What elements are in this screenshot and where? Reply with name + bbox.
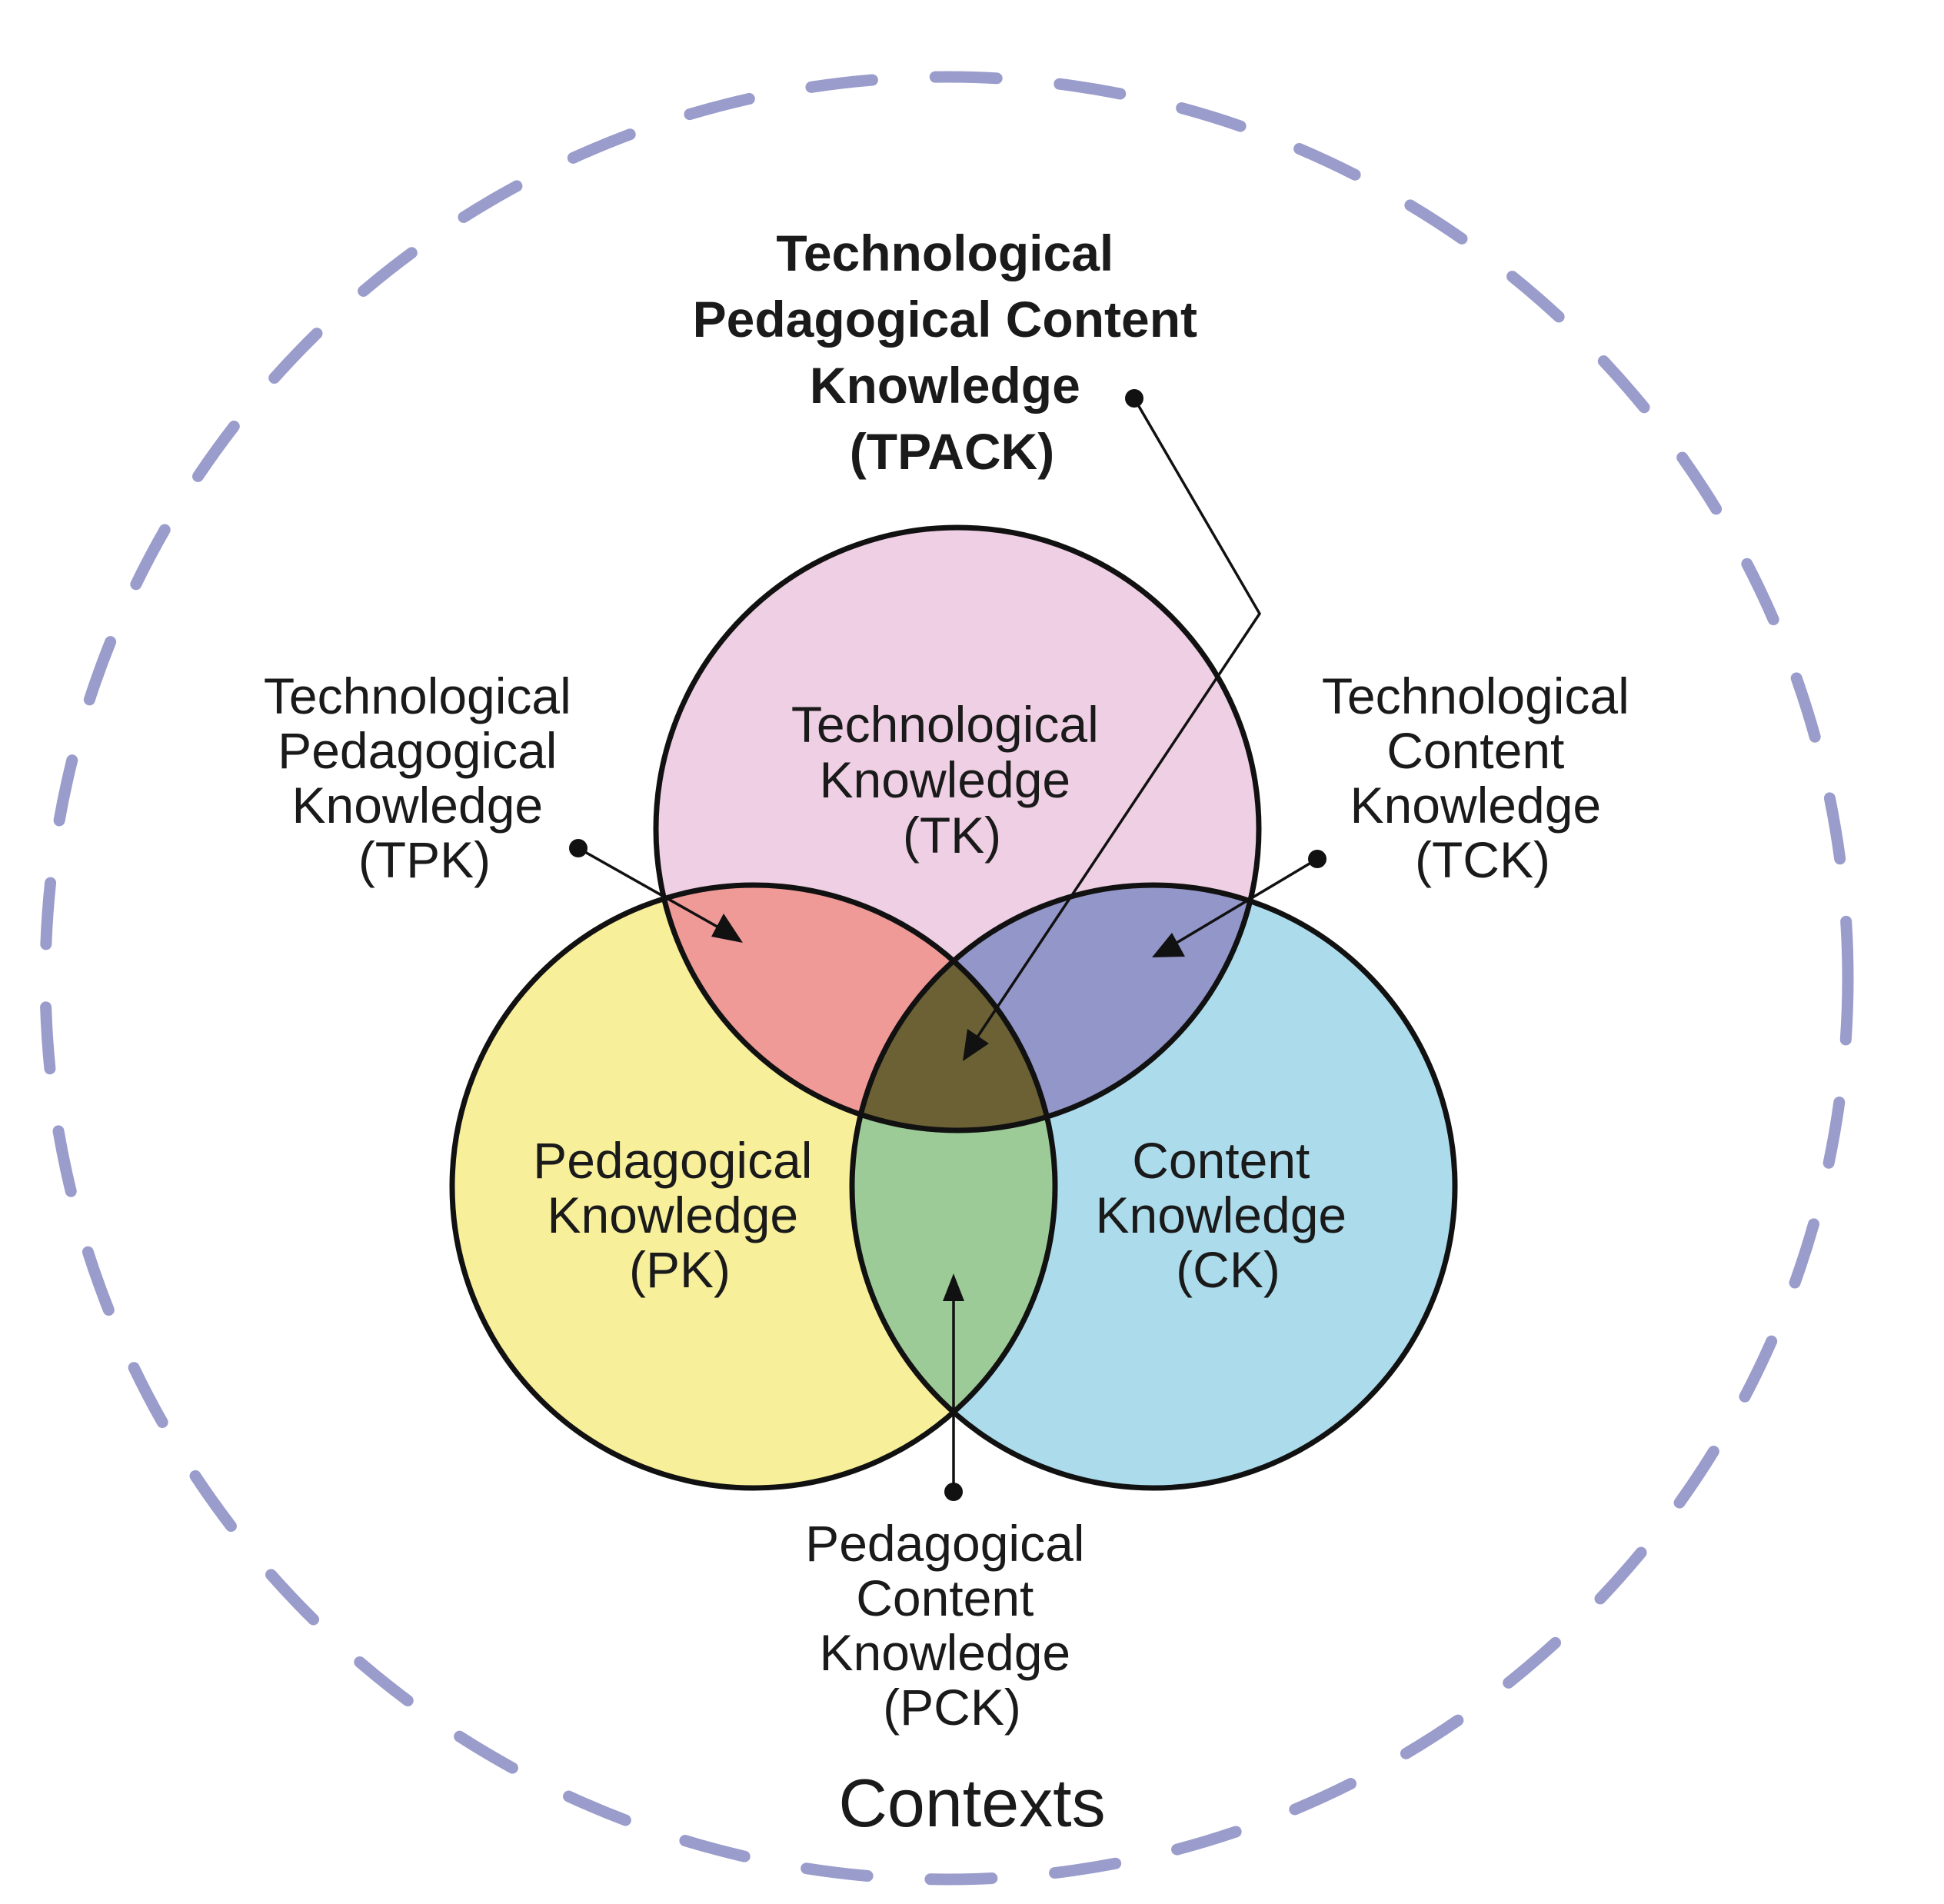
pk-circle-outline (449, 882, 1058, 1491)
ck-label: Content Knowledge (CK) (1096, 1132, 1361, 1298)
pk-label: Pedagogical Knowledge (PK) (533, 1132, 827, 1298)
pck-label: Pedagogical Content Knowledge (PCK) (805, 1515, 1099, 1736)
contexts-boundary-ring (39, 71, 1854, 1886)
tpack-center-region (852, 885, 1055, 1130)
contexts-label: Contexts (838, 1765, 1105, 1841)
tk-label: Technological Knowledge (TK) (791, 696, 1113, 864)
tpack-label: Technological Pedagogical Content Knowle… (693, 225, 1212, 480)
tck-pointer-arrowhead (1152, 933, 1185, 957)
ck-circle-outline (849, 882, 1458, 1491)
tpk-label: Technological Pedagogical Knowledge (TPK… (264, 667, 585, 888)
tck-label: Technological Content Knowledge (TCK) (1322, 667, 1643, 888)
tpack-pointer-arrowhead (963, 1029, 989, 1061)
pck-pointer-arrowhead (943, 1273, 964, 1301)
tck-pointer (1152, 850, 1327, 957)
tk-circle-outline (653, 524, 1262, 1133)
tpk-pointer-arrowhead (711, 914, 743, 943)
tpack-pointer (963, 389, 1262, 1061)
tpk-pointer (569, 839, 743, 943)
pck-pointer (943, 1273, 964, 1501)
